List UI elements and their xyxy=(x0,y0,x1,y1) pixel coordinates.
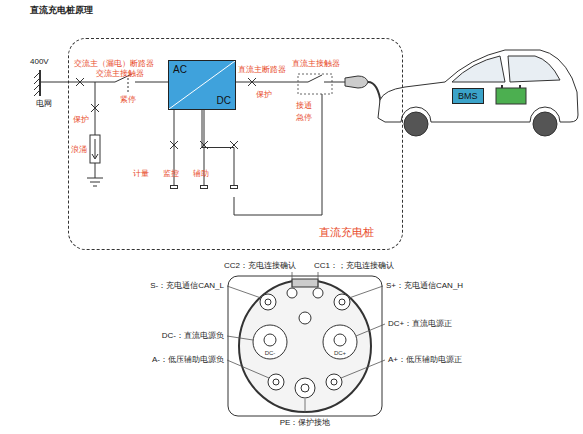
pin-dc-minus xyxy=(253,325,287,359)
pin-center xyxy=(299,312,311,324)
pin-s-minus xyxy=(260,294,276,310)
component-label: 直流主接触器 xyxy=(292,59,340,68)
ac-wire xyxy=(135,82,168,83)
dc-contactor-box xyxy=(298,74,332,94)
surge-arrow-head xyxy=(92,154,98,159)
component-label: 交流主接触器 xyxy=(96,69,144,78)
charging-cable xyxy=(368,82,381,104)
component-label: 浪涌 xyxy=(71,145,87,154)
pin-label: S+：充电通信CAN_H xyxy=(386,281,463,290)
bms-box: BMS xyxy=(452,88,484,104)
node-label: DC xyxy=(217,95,231,107)
monitor-box: 监控 xyxy=(200,185,208,189)
connector-housing xyxy=(228,276,382,416)
pin-label: CC2：充电连接确认 xyxy=(224,261,296,270)
acdc-converter: AC DC xyxy=(168,60,236,110)
leader-lines xyxy=(227,272,385,413)
pin-a-minus xyxy=(268,374,284,390)
estop-link xyxy=(128,78,129,92)
pin-cc1 xyxy=(313,288,323,298)
car-window xyxy=(452,56,505,82)
node-label: AC xyxy=(173,64,207,99)
pin-label: DC-：直流电源负 xyxy=(162,331,224,340)
contactor-switch xyxy=(308,75,322,82)
connector-face xyxy=(239,280,371,412)
pin-pe xyxy=(295,378,315,398)
breaker-mark xyxy=(248,78,256,86)
pin-dc-plus xyxy=(323,325,357,359)
pin-hole xyxy=(331,379,337,385)
node-label: 监控 xyxy=(163,169,179,178)
component-label: 交流主（漏电）断路器 xyxy=(74,59,154,68)
battery-icon xyxy=(496,88,526,104)
title: 直流充电桩原理 xyxy=(30,5,93,15)
pin-marking: DC- xyxy=(265,350,276,357)
pin-label: DC+：直流电源正 xyxy=(388,319,452,328)
aux-wire xyxy=(234,94,322,215)
pin-label: A-：低压辅助电源负 xyxy=(152,355,224,364)
pin-hole xyxy=(301,384,309,392)
charging-plug xyxy=(345,76,368,88)
node-label: 直流充电桩 xyxy=(319,226,374,239)
ac-wire xyxy=(40,82,115,83)
component-label: 紧停 xyxy=(120,95,136,104)
pin-hole xyxy=(334,334,346,346)
grid-bar xyxy=(39,70,41,96)
car-body xyxy=(378,50,578,122)
pin-hole xyxy=(339,299,345,305)
component-label: 电网 xyxy=(36,99,52,108)
pin-hole xyxy=(265,299,271,305)
pin-label: CC1：；充电连接确认 xyxy=(314,261,394,270)
component-label: 400V xyxy=(30,57,49,66)
pin-label: S-：充电通信CAN_L xyxy=(150,281,224,290)
car-wheel xyxy=(533,112,557,136)
component-label: 保护 xyxy=(256,90,272,99)
pin-hole xyxy=(273,379,279,385)
breaker-mark xyxy=(76,78,84,86)
dc-wire xyxy=(324,82,345,83)
pin-cc2 xyxy=(287,288,297,298)
pin-hole xyxy=(264,334,276,346)
dc-wire xyxy=(236,82,308,83)
node-label: 辅助 xyxy=(193,169,209,178)
component-label: 接通 xyxy=(296,101,312,110)
connector-key xyxy=(292,279,318,287)
surge-arrow xyxy=(95,139,96,158)
aux-box: 辅助 xyxy=(230,185,238,189)
diagonal-line xyxy=(169,61,235,109)
grid-hatch xyxy=(34,72,40,96)
pin-label: PE：保护接地 xyxy=(280,418,331,427)
pin-marking: DC+ xyxy=(334,350,346,357)
pin-s-plus xyxy=(334,294,350,310)
meter-box: 计量 xyxy=(170,185,178,189)
component-label: 保护 xyxy=(73,115,89,124)
battery-terminals xyxy=(502,85,520,88)
car-window xyxy=(508,56,560,82)
component-label: 直流主断路器 xyxy=(238,65,286,74)
surge-arrester xyxy=(90,135,100,163)
pin-a-plus xyxy=(326,374,342,390)
node-label: 计量 xyxy=(133,169,149,178)
component-label: 急停 xyxy=(296,113,312,122)
car-wheel xyxy=(404,112,428,136)
ground-symbol xyxy=(87,178,103,186)
node-label: BMS xyxy=(458,91,478,101)
pin-label: A+：低压辅助电源正 xyxy=(388,355,462,364)
breaker-mark xyxy=(91,104,99,112)
ground-wire xyxy=(95,163,96,178)
